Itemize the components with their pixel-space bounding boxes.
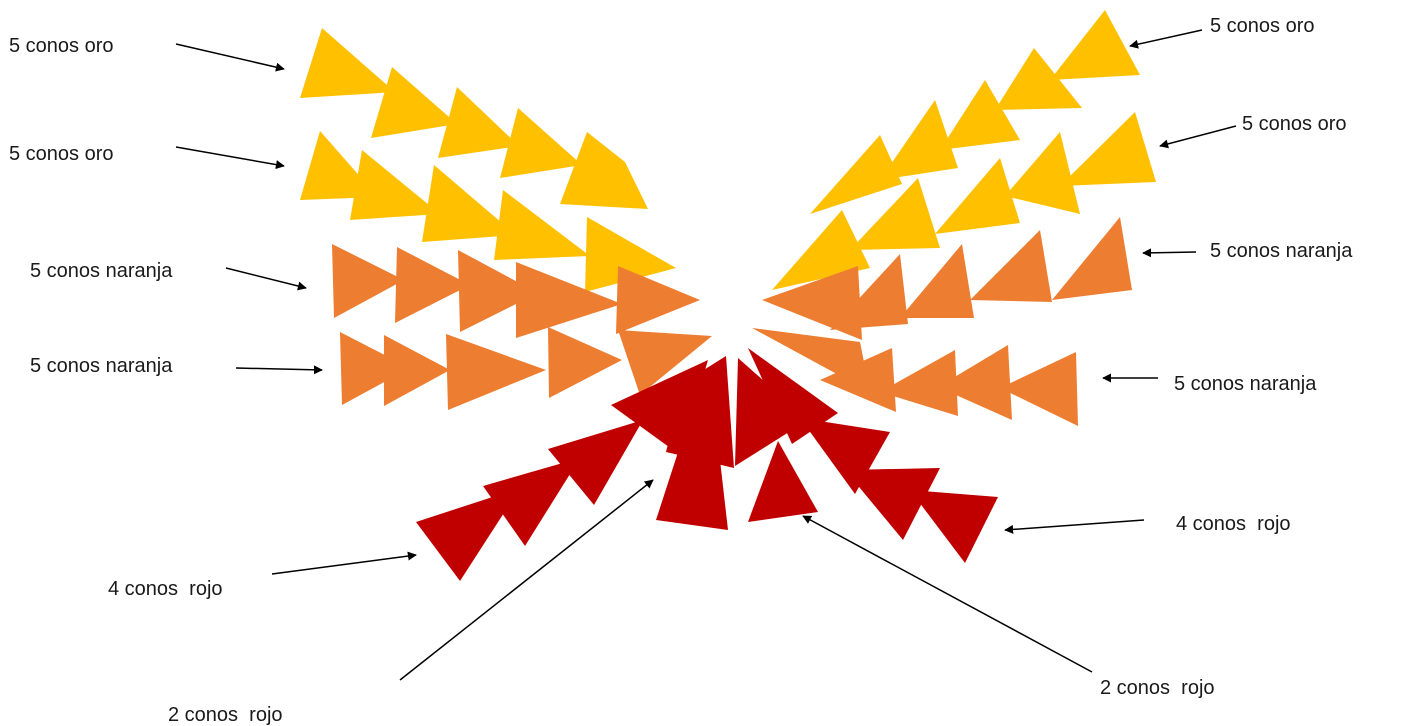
cone bbox=[371, 67, 457, 138]
cone bbox=[810, 135, 902, 214]
cone bbox=[384, 335, 450, 406]
arrow-left-orange-1 bbox=[226, 268, 306, 288]
cone bbox=[438, 87, 519, 158]
label-right-orange-1: 5 conos naranja bbox=[1210, 241, 1352, 261]
label-right-gold-2: 5 conos oro bbox=[1242, 114, 1347, 134]
label-right-orange-2: 5 conos naranja bbox=[1174, 374, 1316, 394]
cone bbox=[560, 132, 648, 209]
cone bbox=[1005, 132, 1080, 214]
cone bbox=[483, 458, 580, 546]
cone bbox=[350, 150, 440, 220]
cone bbox=[332, 244, 404, 318]
pointer-arrows bbox=[176, 30, 1236, 680]
cone bbox=[748, 441, 818, 522]
arrow-right-gold-1 bbox=[1130, 30, 1202, 46]
label-right-red-4: 4 conos rojo bbox=[1176, 514, 1291, 534]
cone bbox=[1052, 217, 1132, 300]
label-left-red-4: 4 conos rojo bbox=[108, 579, 223, 599]
label-left-orange-1: 5 conos naranja bbox=[30, 261, 172, 281]
label-left-gold-2: 5 conos oro bbox=[9, 144, 114, 164]
label-left-gold-1: 5 conos oro bbox=[9, 36, 114, 56]
label-right-gold-1: 5 conos oro bbox=[1210, 16, 1315, 36]
arrow-right-gold-2 bbox=[1160, 126, 1236, 146]
cone bbox=[1060, 112, 1156, 186]
cone bbox=[910, 490, 998, 563]
cone bbox=[970, 230, 1052, 302]
cone bbox=[446, 334, 546, 410]
cone bbox=[900, 244, 974, 318]
arrow-right-red-4 bbox=[1005, 520, 1144, 530]
cone bbox=[500, 108, 582, 178]
label-left-orange-2: 5 conos naranja bbox=[30, 356, 172, 376]
cone bbox=[1050, 10, 1140, 80]
arrow-left-gold-2 bbox=[176, 147, 284, 166]
cone bbox=[548, 327, 622, 398]
label-left-red-2: 2 conos rojo bbox=[168, 705, 283, 725]
cone bbox=[548, 420, 643, 505]
label-right-red-2: 2 conos rojo bbox=[1100, 678, 1215, 698]
arrow-left-orange-2 bbox=[236, 368, 322, 370]
cone bbox=[300, 28, 395, 98]
arrow-left-red-4 bbox=[272, 555, 416, 574]
arrow-right-orange-1 bbox=[1143, 252, 1196, 253]
arrow-left-gold-1 bbox=[176, 44, 284, 69]
cone bbox=[666, 356, 734, 468]
cone bbox=[616, 266, 700, 334]
